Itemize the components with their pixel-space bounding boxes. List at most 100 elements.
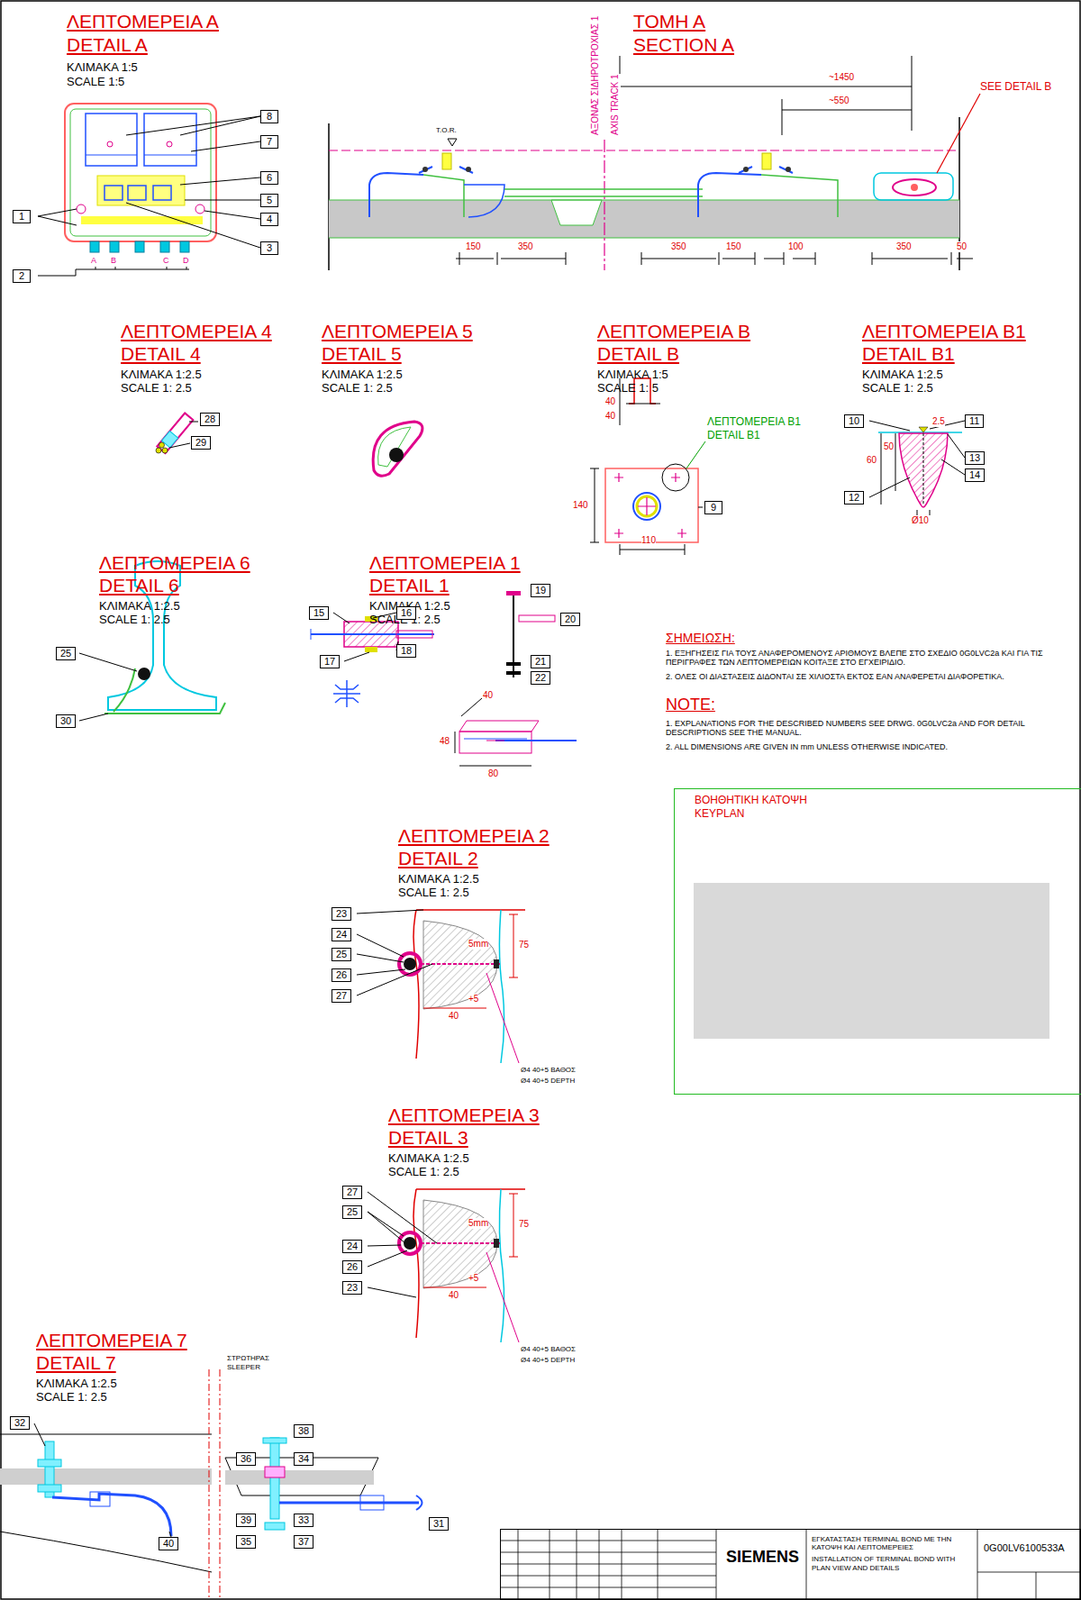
dimension: 40 (605, 410, 616, 422)
detail-heading: ΛΕΠΤΟΜΕΡΕΙΑ Β (597, 320, 751, 343)
callout-number: 28 (199, 412, 220, 427)
dimension: 60 (866, 454, 877, 466)
callout-number: 25 (331, 947, 352, 962)
dimension: +5 (468, 993, 479, 1005)
detail-heading: DETAIL 4 (120, 343, 201, 365)
dimension: +5 (468, 1272, 479, 1284)
note-text: 1. ΕΞΗΓΗΣΕΙΣ ΓΙΑ ΤΟΥΣ ΑΝΑΦΕΡΟΜΕΝΟΥΣ ΑΡΙΘ… (665, 648, 1076, 668)
callout-number: 7 (260, 135, 279, 149)
dimension: 75 (518, 939, 529, 951)
dimension: 110 (641, 535, 656, 546)
detail-heading: DETAIL 7 (36, 1352, 117, 1374)
note-heading: NOTE: (665, 695, 716, 715)
detail-heading: DETAIL B (597, 343, 680, 365)
callout-number: 39 (236, 1513, 256, 1527)
title-block: SIEMENS ΕΓΚΑΤΑΣΤΑΣΗ TERMINAL BOND ΜΕ ΤΗΝ … (499, 1528, 1081, 1600)
callout-number: 14 (964, 468, 985, 482)
axis-label: ΑΞΟΝΑΣ ΣΙΔΗΡΟΤΡΟΧΙΑΣ 1 (590, 16, 601, 136)
small-text: Ø4 40+5 ΒΑΘΟΣ (520, 1344, 576, 1354)
callout-number: 38 (293, 1424, 314, 1438)
scale-text: ΚΛΙΜΑΚΑ 1:2.5 (120, 368, 202, 382)
dimension: 100 (788, 241, 804, 253)
callout-number: 5 (260, 193, 279, 208)
detail-heading: DETAIL 2 (398, 847, 479, 870)
scale-text: SCALE 1: 2.5 (321, 381, 393, 396)
terminal-letter: C (163, 255, 170, 265)
dimension: 5mm (468, 938, 489, 950)
callout-number: 36 (236, 1452, 256, 1466)
scale-text: SCALE 1: 2.5 (120, 381, 192, 396)
terminal-letter: D (182, 255, 190, 265)
callout-number: 21 (530, 654, 551, 669)
callout-number: 8 (260, 109, 279, 124)
dimension: ~1450 (828, 72, 854, 83)
callout-number: 1 (12, 209, 31, 224)
callout-number: 30 (55, 714, 76, 728)
callout-number: 19 (530, 583, 551, 598)
callout-number: 13 (964, 451, 985, 465)
drawing-number: 0G00LV6100533A (983, 1542, 1065, 1554)
callout-number: 27 (342, 1185, 363, 1200)
scale-text: SCALE 1: 2.5 (862, 381, 934, 396)
callout-number: 26 (331, 968, 352, 982)
callout-number: 31 (428, 1517, 449, 1531)
detail-heading: ΛΕΠΤΟΜΕΡΕΙΑ 5 (321, 320, 473, 343)
scale-text: ΚΛΙΜΑΚΑ 1:2.5 (36, 1377, 118, 1391)
small-text: Ø4 40+5 DEPTH (520, 1355, 575, 1364)
callout-number: 20 (560, 612, 581, 627)
callout-number: 29 (190, 436, 211, 450)
callout-number: 40 (158, 1536, 179, 1551)
keyplan-box: ΒΟΗΘΗΤΙΚΗ ΚΑΤΟΨΗKEYPLAN (673, 788, 1081, 1095)
detail-heading: DETAIL B1 (862, 343, 955, 365)
callout-number: 17 (319, 654, 340, 669)
callout-number: 3 (260, 241, 279, 255)
scale-text: SCALE 1: 5 (597, 381, 659, 396)
callout-number: 23 (342, 1280, 363, 1295)
scale-text: ΚΛΙΜΑΚΑ 1:2.5 (99, 599, 181, 614)
callout-number: 22 (530, 671, 551, 685)
callout-number: 25 (55, 646, 76, 661)
detail-heading: ΛΕΠΤΟΜΕΡΕΙΑ 1 (369, 552, 521, 574)
callout-number: 10 (844, 414, 864, 428)
callout-number: 33 (293, 1513, 314, 1527)
detail-heading: ΛΕΠΤΟΜΕΡΕΙΑ 2 (398, 825, 550, 847)
dimension: 48 (439, 735, 450, 747)
detail-heading: ΛΕΠΤΟΜΕΡΕΙΑ 3 (388, 1104, 540, 1127)
scale-text: ΚΛΙΜΑΚΑ 1:2.5 (321, 368, 403, 382)
callout-number: 6 (260, 171, 279, 185)
scale-text: SCALE 1: 2.5 (99, 613, 171, 627)
drawing-title: INSTALLATION OF TERMINAL BOND WITH PLAN … (811, 1554, 974, 1572)
dimension: 150 (465, 241, 482, 253)
dimension: ~550 (828, 95, 850, 107)
scale-text: SCALE 1:5 (66, 75, 125, 90)
detail-heading: ΛΕΠΤΟΜΕΡΕΙΑ Β1 (862, 320, 1027, 343)
detail-heading: DETAIL 6 (99, 574, 180, 597)
callout-number: 37 (293, 1535, 314, 1549)
detail-heading: DETAIL 5 (321, 343, 402, 365)
company-logo: SIEMENS (726, 1547, 800, 1567)
callout-number: 24 (342, 1239, 363, 1254)
keyplan-heading: KEYPLAN (694, 808, 745, 821)
detail-heading: ΤΟΜΗ Α (633, 10, 706, 33)
dimension: 40 (448, 1010, 459, 1022)
note-text: 1. EXPLANATIONS FOR THE DESCRIBED NUMBER… (665, 718, 1076, 738)
callout-number: 4 (260, 212, 279, 227)
drawing-title: ΕΓΚΑΤΑΣΤΑΣΗ TERMINAL BOND ΜΕ ΤΗΝ ΚΑΤΟΨΗ … (811, 1535, 974, 1552)
dimension: 350 (896, 241, 912, 253)
dimension: 40 (448, 1289, 459, 1301)
callout-number: 9 (704, 500, 723, 515)
small-text: Ø4 40+5 DEPTH (520, 1076, 575, 1085)
scale-text: ΚΛΙΜΑΚΑ 1:2.5 (388, 1152, 470, 1166)
dimension: 40 (482, 690, 493, 701)
detail-reference: DETAIL B1 (707, 429, 761, 443)
detail-heading: DETAIL 3 (388, 1126, 469, 1149)
detail-heading: DETAIL A (66, 34, 148, 56)
dimension: 150 (726, 241, 742, 253)
detail-heading: ΛΕΠΤΟΜΕΡΕΙΑ 7 (36, 1329, 188, 1352)
small-text: T.O.R. (436, 126, 457, 135)
callout-number: 26 (342, 1260, 363, 1274)
callout-number: 35 (236, 1535, 256, 1549)
callout-number: 23 (331, 907, 352, 921)
detail-heading: ΛΕΠΤΟΜΕΡΕΙΑ 6 (99, 552, 251, 574)
dimension: 75 (518, 1218, 529, 1230)
